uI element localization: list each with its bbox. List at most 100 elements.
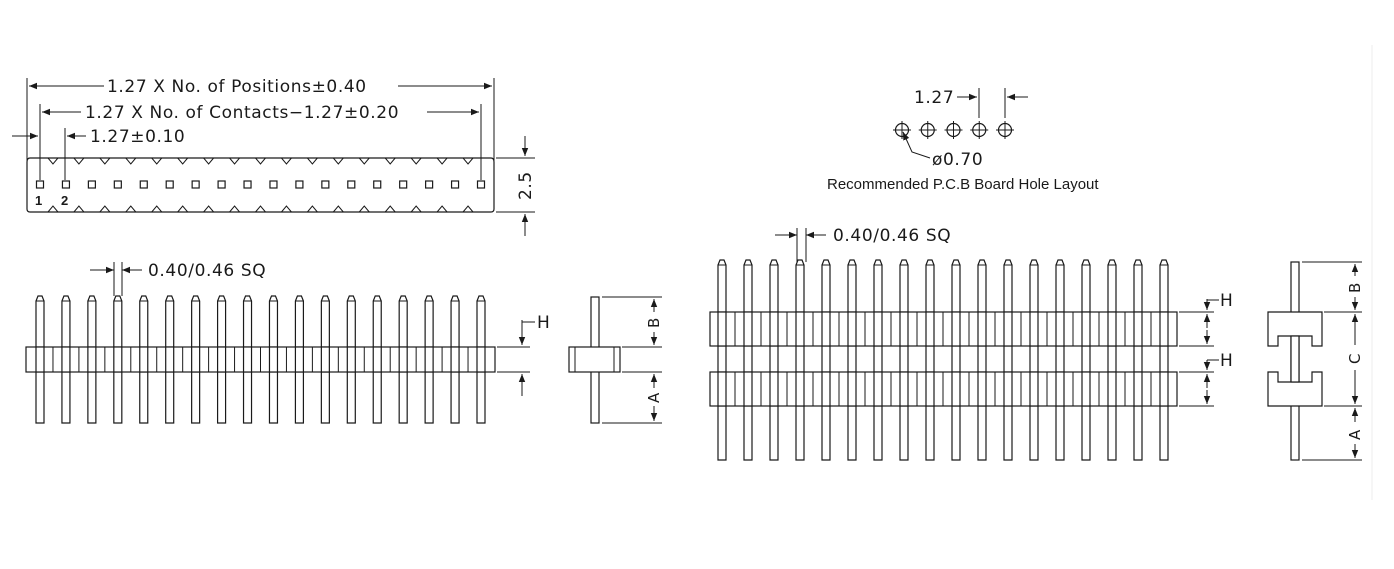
dual-label-h-lower: H — [1220, 351, 1233, 371]
pin-in-body-lower — [977, 371, 987, 407]
pin-in-body-lower — [951, 371, 961, 407]
header-pin — [1107, 259, 1117, 461]
contact-square — [347, 180, 356, 189]
pin-in-body — [113, 346, 123, 373]
dual-label-c: C — [1346, 353, 1364, 364]
housing-notch-top — [332, 157, 344, 165]
housing-notch-bottom — [203, 205, 215, 213]
header-pin — [821, 259, 831, 461]
header-pin — [1055, 259, 1065, 461]
pcb-caption: Recommended P.C.B Board Hole Layout — [827, 176, 1099, 193]
housing-notch-bottom — [47, 205, 59, 213]
dual-label-b: B — [1346, 282, 1364, 293]
pin-in-body-upper — [899, 311, 909, 347]
contact-square — [450, 180, 460, 189]
housing-notch-bottom — [229, 205, 240, 213]
contact-square — [165, 180, 174, 189]
pin-in-body — [165, 346, 175, 373]
pin-in-body — [61, 346, 71, 373]
housing-notch-bottom — [73, 205, 85, 213]
housing-notch-bottom — [125, 205, 137, 213]
pin-in-body-lower — [1133, 371, 1143, 407]
housing-notch-bottom — [332, 205, 344, 213]
housing-notch-bottom — [306, 205, 318, 213]
pin-in-body-upper — [1003, 311, 1013, 347]
dual-label-h-upper: H — [1220, 291, 1233, 311]
pcb-hole-layout: 1.27 ø0.70 Recommended P.C.B Board Hole … — [827, 88, 1099, 193]
contact-square — [217, 180, 226, 189]
housing-outline — [26, 157, 495, 213]
housing-notch-bottom — [99, 205, 111, 213]
single-end-view: B A — [568, 296, 663, 424]
pin-in-body-lower — [743, 371, 753, 407]
pin-in-body-lower — [1003, 371, 1013, 407]
housing-notch-top — [410, 157, 422, 165]
pin-in-body-upper — [1081, 311, 1091, 347]
top-view: 1.27 X No. of Positions±0.40 1.27 X No. … — [12, 77, 536, 236]
pin-in-body-upper — [1055, 311, 1065, 347]
contact-square — [269, 180, 278, 189]
pin-in-body-lower — [1081, 371, 1091, 407]
pin-in-body — [294, 346, 305, 373]
pin-in-body-upper — [925, 311, 935, 347]
dual-end-body-lower — [1267, 371, 1323, 407]
header-pin — [717, 259, 727, 461]
dual-end-body-upper — [1267, 311, 1323, 347]
pin-in-body — [87, 346, 97, 373]
header-pin — [847, 259, 857, 461]
contact-square — [399, 180, 408, 189]
pin-in-body-upper — [1133, 311, 1143, 347]
header-pin — [873, 259, 883, 461]
dim-contacts: 1.27 X No. of Contacts−1.27±0.20 — [85, 103, 399, 123]
pin-in-body — [242, 346, 253, 373]
dual-label-a: A — [1346, 429, 1364, 440]
single-label-b: B — [645, 317, 663, 328]
pin-in-body — [216, 346, 227, 373]
pin-in-body-lower — [717, 371, 727, 407]
contact-square — [476, 180, 486, 189]
housing-notch-top — [125, 157, 137, 165]
dual-pin-size: 0.40/0.46 SQ — [833, 226, 951, 246]
pin-in-body-lower — [1055, 371, 1065, 407]
pin-in-body — [450, 346, 460, 373]
housing-notch-top — [177, 157, 189, 165]
pin-in-body-lower — [1029, 371, 1039, 407]
housing-notch-top — [436, 157, 448, 165]
contact-square — [35, 180, 45, 189]
pin-in-body — [372, 346, 382, 373]
pin-in-body-upper — [1159, 311, 1169, 347]
pin-in-body — [191, 346, 201, 373]
pin-in-body-lower — [847, 371, 857, 407]
pin-in-body-upper — [717, 311, 727, 347]
contact-square — [87, 180, 96, 189]
housing-notch-bottom — [384, 205, 396, 213]
pin-in-body — [398, 346, 408, 373]
single-label-h: H — [537, 313, 550, 333]
pin-in-body — [139, 346, 149, 373]
header-pin — [1159, 259, 1169, 461]
pin-in-body-lower — [873, 371, 883, 407]
header-pin — [925, 259, 935, 461]
pin-in-body-upper — [873, 311, 883, 347]
pin-in-body — [476, 346, 486, 373]
header-pin — [769, 259, 779, 461]
single-row-view: 0.40/0.46 SQ H — [25, 261, 550, 424]
housing-notch-top — [203, 157, 215, 165]
pin-in-body-lower — [1159, 371, 1169, 407]
single-label-a: A — [645, 392, 663, 403]
contact-square — [191, 180, 200, 189]
pin-in-body-lower — [769, 371, 779, 407]
housing-notch-bottom — [358, 205, 370, 213]
pin-in-body-upper — [951, 311, 961, 347]
header-pin — [1029, 259, 1039, 461]
pin-label-2: 2 — [61, 193, 68, 208]
single-pin-size: 0.40/0.46 SQ — [148, 261, 266, 281]
housing-notch-bottom — [410, 205, 422, 213]
header-pin — [977, 259, 987, 461]
pin-in-body-lower — [925, 371, 935, 407]
housing-notch-bottom — [151, 205, 163, 213]
pin-in-body-upper — [743, 311, 753, 347]
housing-notch-bottom — [177, 205, 189, 213]
contact-square — [425, 180, 434, 189]
